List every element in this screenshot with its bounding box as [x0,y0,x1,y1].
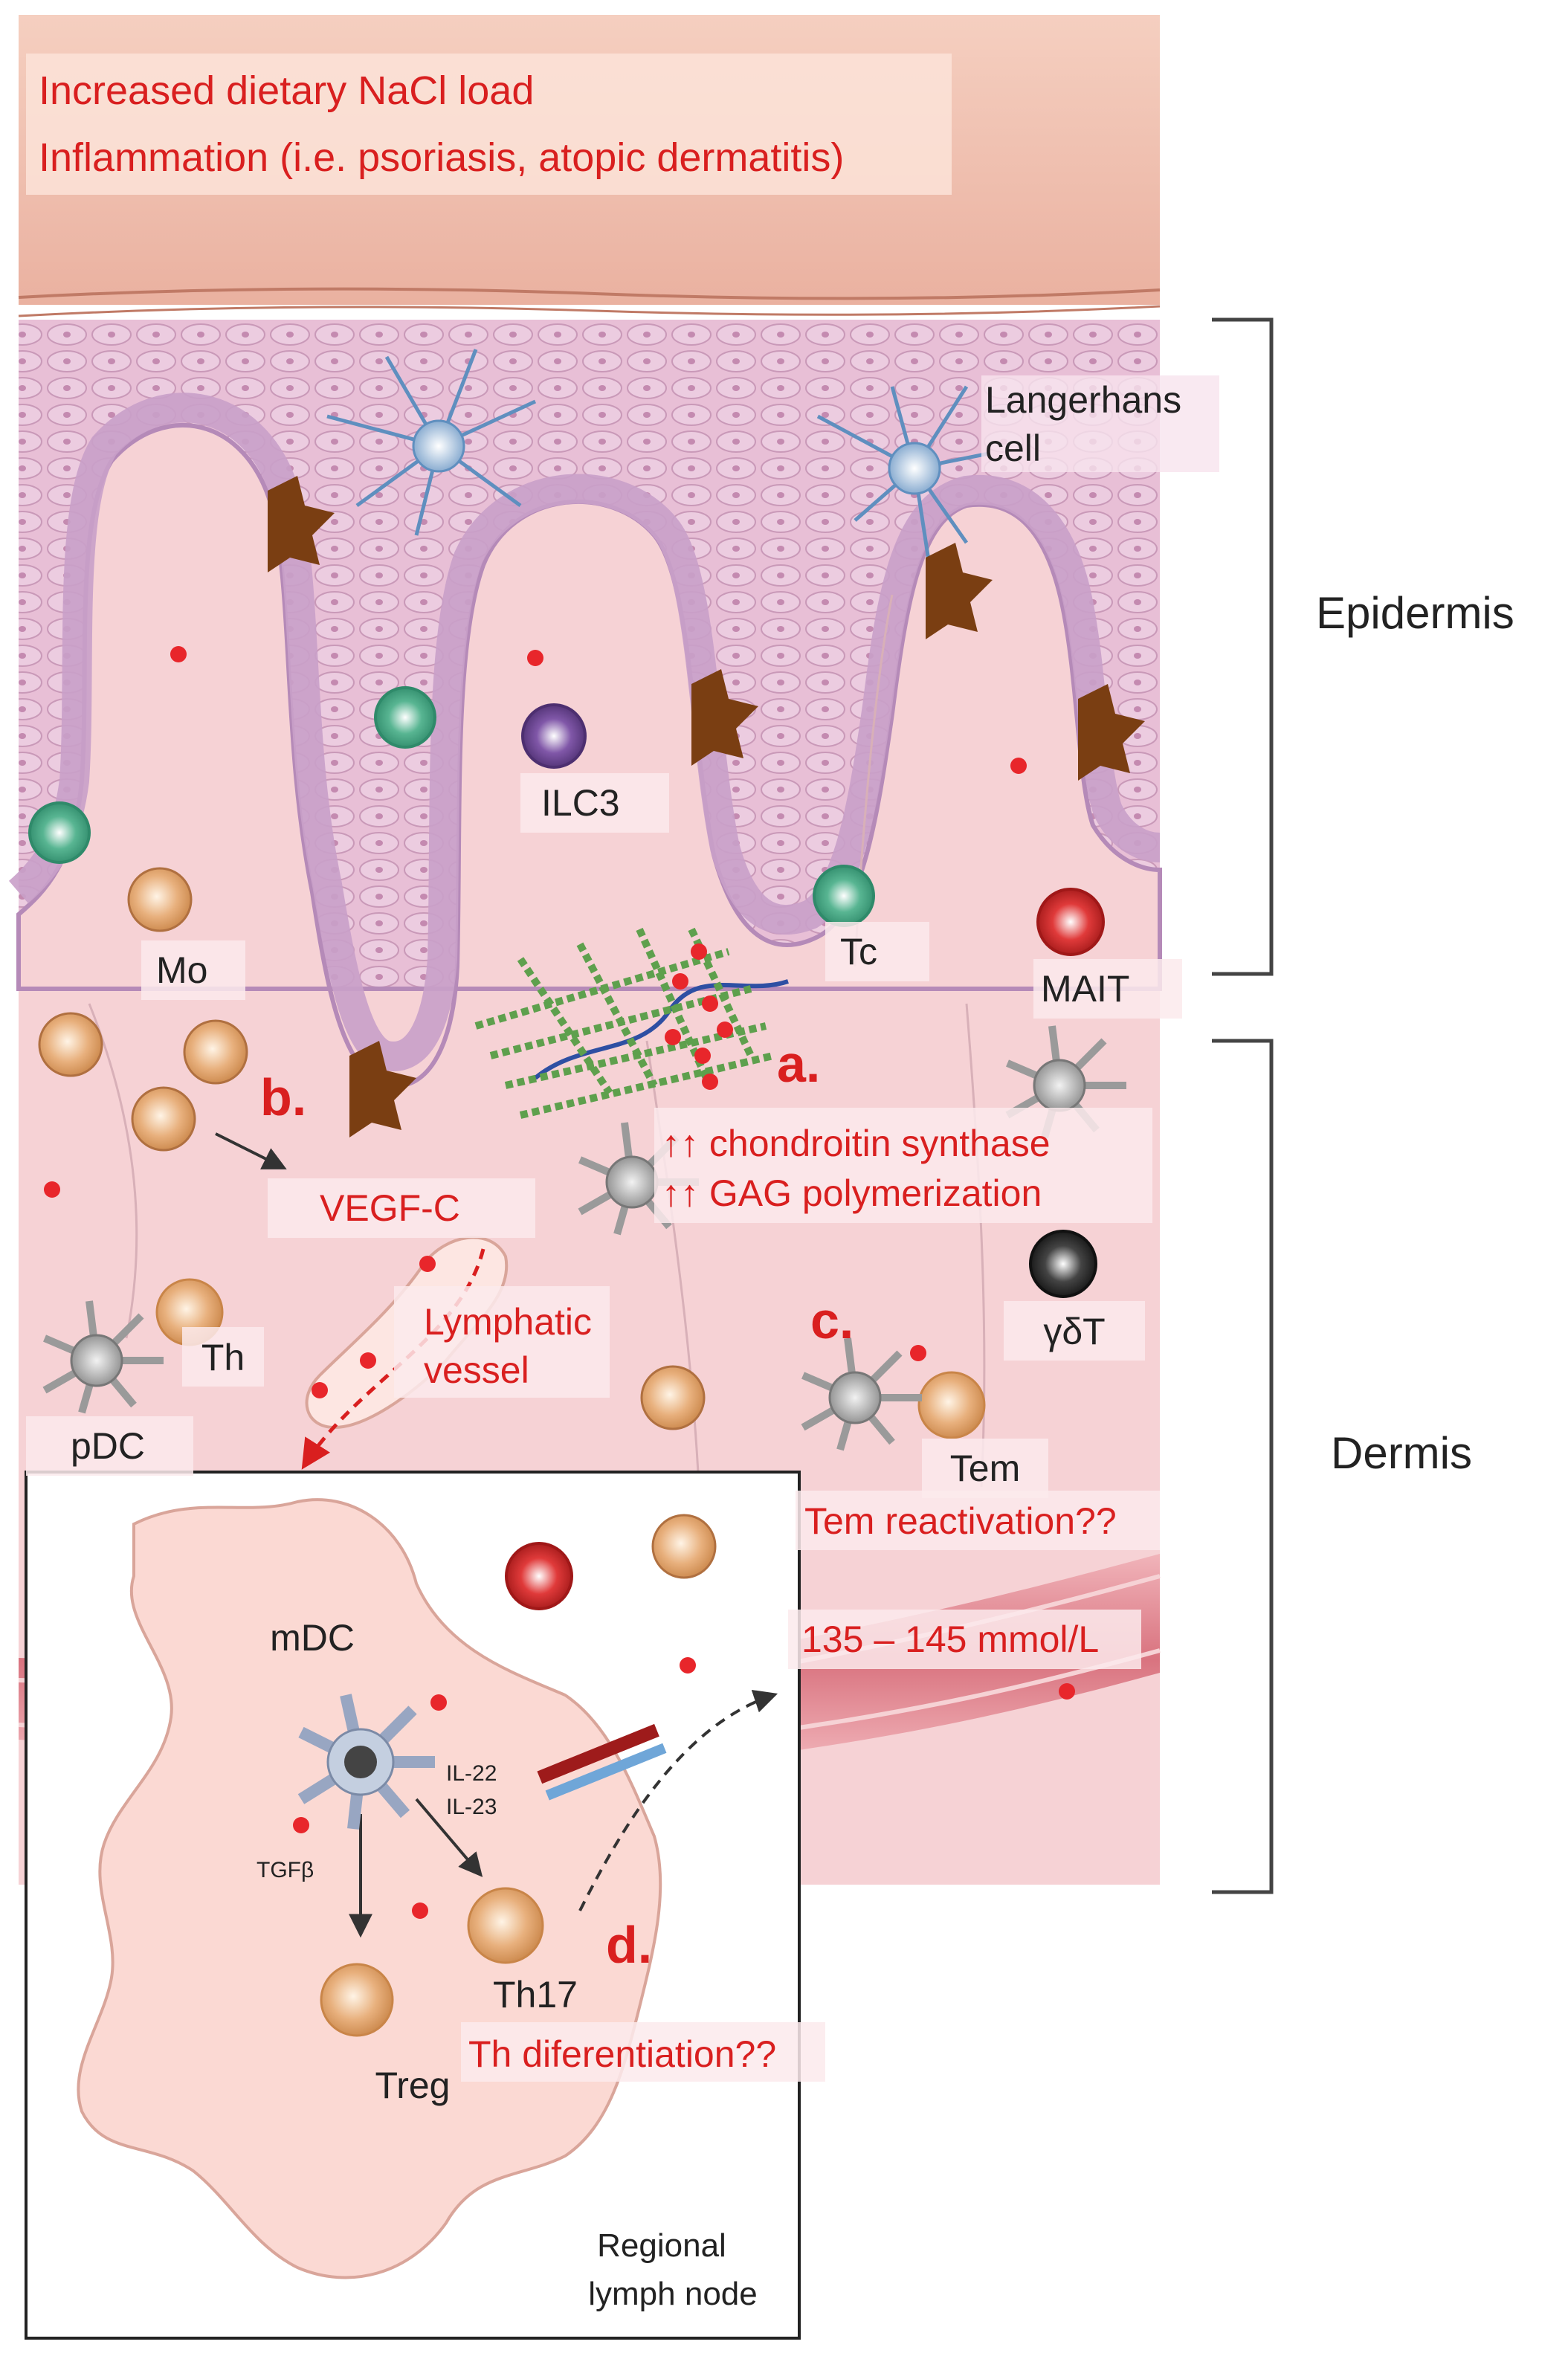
marker-d: d. [606,1916,652,1974]
monocytes [38,867,717,1579]
tgfb-label: TGFβ [257,1858,314,1882]
chondroitin-label: ↑↑ chondroitin synthase [662,1123,1051,1164]
marker-a: a. [777,1035,820,1093]
lymph-node-label-1: Regional [597,2227,726,2264]
vegfc-label: VEGF-C [320,1187,460,1229]
lymphatic-label-1: Lymphatic [424,1301,592,1343]
condition-line-1: Increased dietary NaCl load [39,68,534,113]
th-label: Th [201,1337,245,1378]
marker-b: b. [260,1068,306,1126]
tc-label: Tc [840,931,877,972]
sodium-concentration-label: 135 – 145 mmol/L [801,1618,1099,1660]
condition-line-2: Inflammation (i.e. psoriasis, atopic der… [39,135,844,180]
lymph-node [77,1498,662,2279]
mait-cell [1036,888,1105,956]
tc-cells [28,686,875,927]
lymph-node-label-2: lymph node [588,2276,757,2312]
dermis-bracket [1212,1039,1274,1894]
red-cell-dermis [505,1542,573,1610]
langerhans-cell-1 [326,349,537,536]
epidermis-bracket [1212,317,1274,976]
dermis-label: Dermis [1331,1428,1472,1478]
stratum-lines [18,287,1161,300]
gdt-cell [1029,1230,1097,1298]
gdt-label: γδT [1043,1311,1105,1352]
melanocytes [268,476,1145,1137]
mdc-cell [297,1694,435,1830]
mdc-label: mDC [270,1617,355,1659]
tem-reactivation-label: Tem reactivation?? [804,1500,1117,1542]
proteoglycan [474,927,789,1119]
gag-label: ↑↑ GAG polymerization [662,1172,1042,1214]
langerhans-label-2: cell [985,427,1041,469]
sodium-dots [44,646,1075,1919]
conditions-box [26,54,952,195]
pdc-label: pDC [71,1425,145,1467]
lymph-flow-arrow [301,1248,485,1470]
lymphatic-label-2: vessel [424,1349,529,1391]
il22-label: IL-22 [446,1761,497,1786]
basal-layer [8,393,1161,1071]
tem-label: Tem [950,1448,1020,1489]
langerhans-label-1: Langerhans [985,379,1181,421]
th17-label: Th17 [493,1974,578,2015]
langerhans-cell-2 [816,385,990,566]
marker-c: c. [810,1291,854,1349]
mait-label: MAIT [1041,968,1129,1010]
th-diff-label: Th diferentiation?? [468,2033,776,2075]
ilc3-label: ILC3 [541,782,620,824]
epidermis-label: Epidermis [1316,588,1514,638]
treg-label: Treg [375,2065,451,2106]
ilc3-cell [521,703,587,769]
il23-label: IL-23 [446,1795,497,1819]
mo-label: Mo [156,949,207,991]
